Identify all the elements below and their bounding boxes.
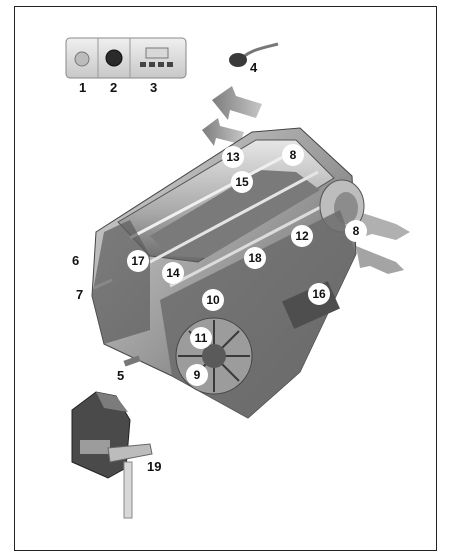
callout-14: 14 [162,262,184,284]
label-4: 4 [250,60,258,75]
label-2: 2 [110,80,118,95]
sensor-4 [229,42,279,67]
label-3: 3 [150,80,158,95]
callout-16: 16 [308,283,330,305]
label-1: 1 [79,80,87,95]
callout-17: 17 [127,250,149,272]
bracket-19 [71,391,153,519]
callout-15: 15 [231,171,253,193]
callout-12: 12 [291,225,313,247]
callout-8-right: 8 [345,220,367,242]
label-5: 5 [117,368,125,383]
control-panel-group [65,37,187,79]
callout-11: 11 [190,327,212,349]
heater-body [91,127,365,419]
label-6: 6 [72,253,80,268]
label-7: 7 [76,287,84,302]
callout-9: 9 [186,364,208,386]
callout-8-top: 8 [282,144,304,166]
callout-10: 10 [202,289,224,311]
label-19: 19 [147,459,162,474]
callout-18: 18 [244,247,266,269]
callout-13: 13 [222,146,244,168]
